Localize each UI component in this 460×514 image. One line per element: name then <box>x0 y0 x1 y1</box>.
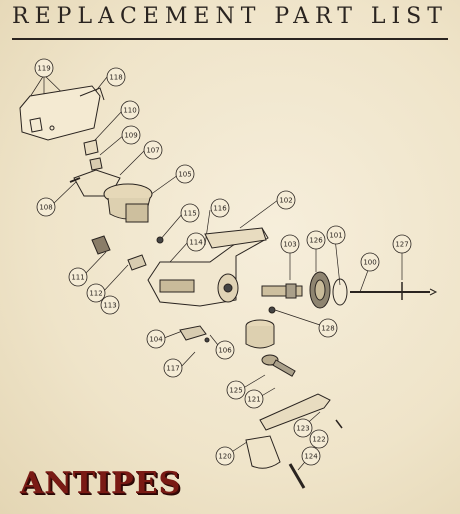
callout-label: 104 <box>149 336 163 344</box>
part-callout-127: 127 <box>392 234 412 254</box>
callout-label: 100 <box>363 259 376 267</box>
callout-label: 118 <box>109 74 122 82</box>
callout-circle <box>215 340 235 360</box>
callout-label: 101 <box>329 232 342 240</box>
part-callout-110: 110 <box>120 100 140 120</box>
part-callout-123: 123 <box>293 418 313 438</box>
callout-circle <box>360 252 380 272</box>
callout-label: 127 <box>395 241 408 249</box>
callout-circle <box>280 234 300 254</box>
part-callout-126: 126 <box>306 230 326 250</box>
callout-circle <box>244 389 264 409</box>
callout-circle <box>34 58 54 78</box>
callout-circle <box>146 329 166 349</box>
callout-label: 112 <box>89 290 102 298</box>
callout-circle <box>143 140 163 160</box>
callout-circle <box>301 446 321 466</box>
part-callout-116: 116 <box>210 198 230 218</box>
callout-circle <box>68 267 88 287</box>
part-callout-108: 108 <box>36 197 56 217</box>
callout-circle <box>106 67 126 87</box>
callout-label: 120 <box>218 453 231 461</box>
part-callout-104: 104 <box>146 329 166 349</box>
callout-circle <box>210 198 230 218</box>
part-callout-125: 125 <box>226 380 246 400</box>
callout-circle <box>226 380 246 400</box>
title-divider <box>12 38 448 40</box>
callout-label: 119 <box>37 65 50 73</box>
part-callout-106: 106 <box>215 340 235 360</box>
callout-label: 105 <box>178 171 191 179</box>
callout-circle <box>121 125 141 145</box>
part-callout-120: 120 <box>215 446 235 466</box>
callout-circle <box>276 190 296 210</box>
part-callout-112: 112 <box>86 283 106 303</box>
part-callout-115: 115 <box>180 203 200 223</box>
part-callout-105: 105 <box>175 164 195 184</box>
callout-circle <box>186 232 206 252</box>
callout-label: 110 <box>123 107 136 115</box>
callout-circle <box>318 318 338 338</box>
callout-circle <box>180 203 200 223</box>
callout-circle <box>86 283 106 303</box>
callout-label: 113 <box>103 302 116 310</box>
part-callout-101: 101 <box>326 225 346 245</box>
callout-circle <box>120 100 140 120</box>
callout-label: 114 <box>189 239 203 247</box>
callout-label: 106 <box>218 347 232 355</box>
part-callout-107: 107 <box>143 140 163 160</box>
part-callout-109: 109 <box>121 125 141 145</box>
callout-circle <box>293 418 313 438</box>
brand-logo: ANTIPES <box>20 466 182 501</box>
callout-label: 111 <box>71 274 84 282</box>
callout-circle <box>306 230 326 250</box>
callout-circle <box>215 446 235 466</box>
part-callout-111: 111 <box>68 267 88 287</box>
callout-label: 102 <box>279 197 292 205</box>
part-callout-119: 119 <box>34 58 54 78</box>
callout-label: 123 <box>296 425 309 433</box>
part-callout-118: 118 <box>106 67 126 87</box>
callout-label: 117 <box>166 365 179 373</box>
callout-circle <box>36 197 56 217</box>
callout-circle <box>163 358 183 378</box>
callout-label: 103 <box>283 241 296 249</box>
part-callout-113: 113 <box>100 295 120 315</box>
callout-circle <box>175 164 195 184</box>
part-callout-117: 117 <box>163 358 183 378</box>
callout-circle <box>392 234 412 254</box>
callout-label: 108 <box>39 204 52 212</box>
part-callout-122: 122 <box>309 429 329 449</box>
callout-label: 115 <box>183 210 196 218</box>
part-callout-124: 124 <box>301 446 321 466</box>
part-callout-121: 121 <box>244 389 264 409</box>
callout-circle <box>100 295 120 315</box>
callout-label: 126 <box>309 237 323 245</box>
part-callout-102: 102 <box>276 190 296 210</box>
callout-label: 124 <box>304 453 318 461</box>
part-callout-128: 128 <box>318 318 338 338</box>
callout-label: 125 <box>229 387 242 395</box>
part-callout-100: 100 <box>360 252 380 272</box>
callout-label: 116 <box>213 205 227 213</box>
part-callout-114: 114 <box>186 232 206 252</box>
callout-circle <box>309 429 329 449</box>
part-callout-103: 103 <box>280 234 300 254</box>
callout-circle <box>326 225 346 245</box>
callout-label: 122 <box>312 436 325 444</box>
callout-label: 107 <box>146 147 159 155</box>
callout-label: 109 <box>124 132 137 140</box>
callout-label: 121 <box>247 396 260 404</box>
callout-label: 128 <box>321 325 334 333</box>
page-title: REPLACEMENT PART LIST <box>12 4 448 29</box>
